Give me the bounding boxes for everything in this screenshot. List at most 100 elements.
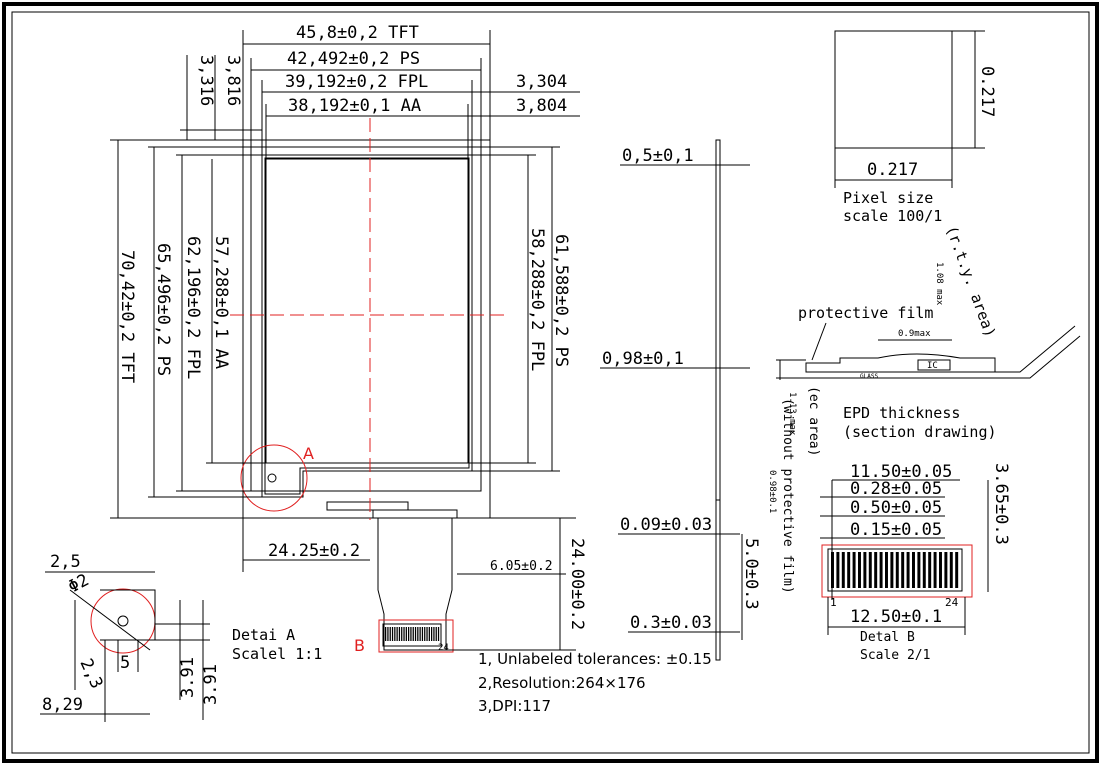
connector-pin (417, 627, 419, 641)
connector-pin (426, 627, 428, 641)
tft-outline (242, 139, 491, 519)
connector-pin (955, 552, 959, 588)
section-label-098: 0.98±0.1 (767, 470, 777, 513)
dim-a-391a: 3.91 (178, 657, 198, 698)
dim-b-050: 0.50±0.05 (850, 498, 942, 518)
section-label-protective: protective film (798, 304, 933, 322)
connector-pin (874, 552, 878, 588)
pixel-caption-2: scale 100/1 (843, 207, 942, 225)
section-label-108max: 1.08 max (934, 262, 944, 306)
connector-pin (922, 552, 926, 588)
detail-a-caption-1: Detai A (232, 626, 295, 644)
detail-b-caption-2: Scale 2/1 (860, 648, 930, 663)
connector-pin (387, 627, 389, 641)
dim-mid-thickness: 0,98±0,1 (602, 349, 684, 369)
fpc-pins (385, 627, 440, 641)
dim-left-offset-1: 3,316 (196, 55, 216, 106)
section-caption-2: (section drawing) (843, 423, 997, 441)
side-view: 0,5±0,1 0,98±0,1 0.09±0.03 0.3±0.03 5.0±… (600, 139, 761, 661)
protective-leader (811, 322, 827, 361)
detail-a-diameter-leader (69, 589, 151, 651)
dim-tail-length: 5.0±0.3 (741, 538, 761, 610)
dim-width-fpl: 39,192±0,2 FPL (285, 72, 428, 92)
dim-tail-thickness-1: 0.09±0.03 (620, 515, 712, 535)
connector-pin (879, 552, 883, 588)
connector-pin (917, 552, 921, 588)
dim-a-25: 2,5 (50, 552, 81, 572)
fpc-connector (382, 623, 442, 647)
active-area (265, 158, 469, 464)
detail-b-zoom-box (821, 544, 973, 598)
dim-pixel-width: 0.217 (867, 160, 918, 180)
section-label-without: (without protective film) (780, 398, 795, 594)
detail-b: 1 24 11.50±0.05 0.28±0.05 0.50±0.05 0.15… (820, 462, 1011, 663)
connector-pin (912, 552, 915, 588)
connector-pin (419, 627, 421, 641)
side-profile (715, 139, 721, 501)
connector-pin (408, 627, 410, 641)
dim-a-391b: 3.91 (201, 664, 221, 705)
connector-pin (890, 552, 894, 588)
connector-pin (949, 552, 953, 588)
ps-outline (250, 146, 482, 492)
note-1: 1, Unlabeled tolerances: ±0.15 (478, 650, 712, 668)
dim-b-height: 3.65±0.3 (991, 463, 1011, 545)
front-view: A B 24 45,8±0,2 TFT 42,492±0,2 PS 39,192… (110, 23, 587, 655)
dim-width-aa: 38,192±0,1 AA (288, 96, 421, 116)
section-label-rty: (r.t.y. area) (942, 223, 999, 339)
note-3: 3,DPI:117 (478, 697, 551, 715)
connector-pin (410, 627, 412, 641)
connector-pin (424, 627, 426, 641)
connector-pin (885, 552, 888, 588)
connector-pin (431, 627, 433, 641)
connector-pin (401, 627, 403, 641)
connector-pin (428, 627, 430, 641)
section-layers (805, 353, 996, 373)
connector-pin (944, 552, 948, 588)
dim-right-offset-2: 3,804 (516, 96, 567, 116)
connector-pin (433, 627, 435, 641)
dim-pixel-height: 0.217 (977, 66, 997, 117)
connector-pin (405, 627, 407, 641)
section-label-113max: 1.13 max (787, 392, 797, 436)
detail-b-marker: B (354, 636, 365, 655)
detail-a-marker: A (303, 444, 314, 463)
dim-b-width: 12.50±0.1 (850, 607, 942, 627)
section-label-ec: (ec area) (806, 386, 821, 456)
dim-b-015: 0.15±0.05 (850, 520, 942, 540)
aa-outline (264, 157, 470, 495)
detail-b-pin-24: 24 (945, 596, 959, 609)
detail-a: 2,5 Φ2 5 2,3 3.91 3.91 8,29 Detai A Scal… (40, 552, 322, 722)
connector-pin (858, 552, 861, 588)
detail-b-pins (831, 552, 959, 588)
connector-pin (435, 627, 437, 641)
dim-height-aa: 57,288±0,1 AA (211, 236, 231, 369)
dim-tail-thickness-2: 0.3±0.03 (630, 613, 712, 633)
connector-pin (852, 552, 856, 588)
dim-b-028: 0.28±0.05 (850, 479, 942, 499)
detail-a-circle (240, 444, 308, 512)
dim-height-ps: 65,496±0,2 PS (153, 243, 173, 376)
dim-width-tft: 45,8±0,2 TFT (296, 23, 419, 43)
dim-width-ps: 42,492±0,2 PS (287, 49, 420, 69)
drawing-inner-frame (11, 11, 1090, 754)
dim-b-total: 11.50±0.05 (850, 462, 952, 482)
section-base-line (806, 335, 1081, 379)
dim-a-5: 5 (120, 653, 130, 673)
pixel-square (834, 30, 953, 149)
dim-left-offset-2: 3,816 (223, 55, 243, 106)
connector-pin (391, 627, 394, 641)
connector-pin (928, 552, 932, 588)
connector-pin (396, 627, 398, 641)
detail-a-zoom-circle (90, 588, 156, 654)
connector-pin (389, 627, 391, 641)
ic-strip (326, 501, 409, 511)
connector-pin (901, 552, 905, 588)
detail-a-hole (117, 615, 129, 627)
pixel-detail: 0.217 0.217 Pixel size scale 100/1 (834, 30, 997, 225)
dim-fpc-width: 6.05±0.2 (490, 559, 553, 574)
detail-a-caption-2: Scalel 1:1 (232, 645, 322, 663)
corner-hole (267, 473, 277, 483)
dim-fpc-length: 24.00±0.2 (567, 538, 587, 630)
